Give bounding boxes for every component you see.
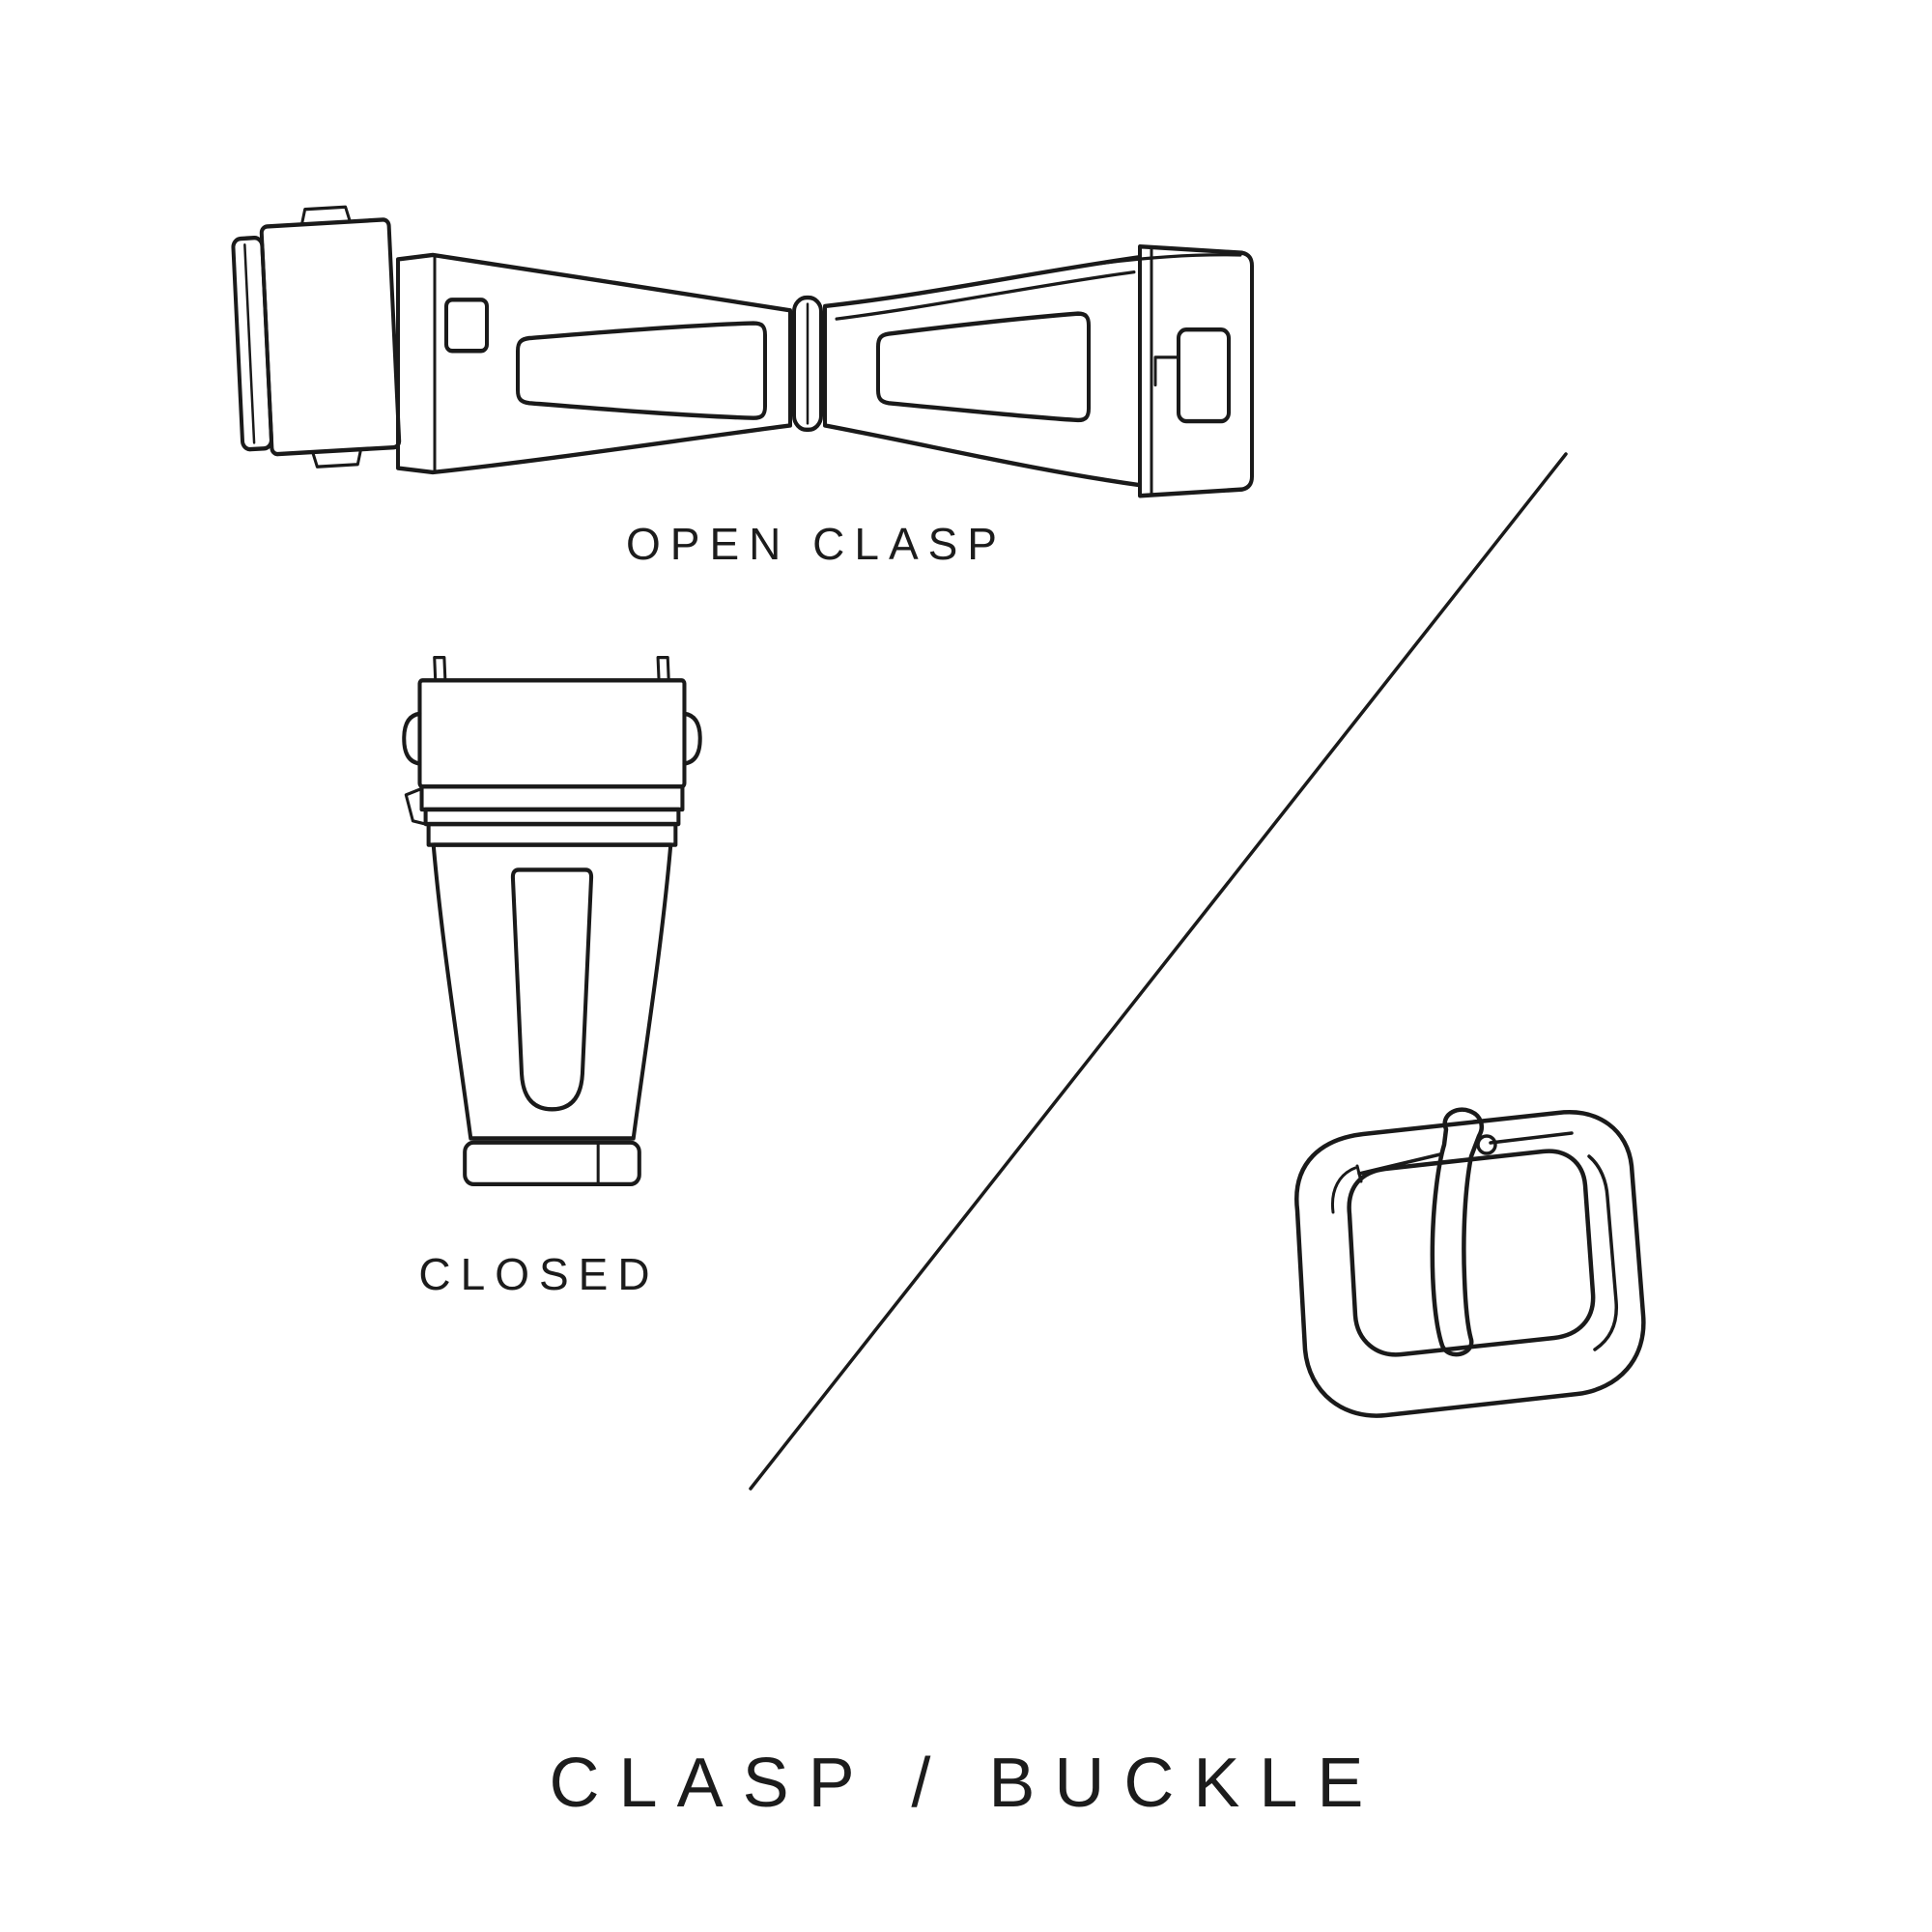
open-clasp-right-end [1097,243,1254,498]
closed-clasp-body [402,656,702,1187]
page-title: CLASP / BUCKLE [549,1745,1383,1822]
open-clasp-icon [231,205,1254,498]
open-clasp-label: OPEN CLASP [626,519,1007,569]
closed-clasp-label: CLOSED [418,1249,660,1299]
open-clasp-left-arm [396,252,792,475]
open-clasp-hinge [792,295,823,433]
buckle-tongue [1430,1107,1497,1357]
closed-clasp-icon [402,656,702,1187]
buckle-icon [1294,1107,1646,1418]
open-clasp-left-end [231,205,402,469]
buckle-pin [1355,1131,1574,1183]
